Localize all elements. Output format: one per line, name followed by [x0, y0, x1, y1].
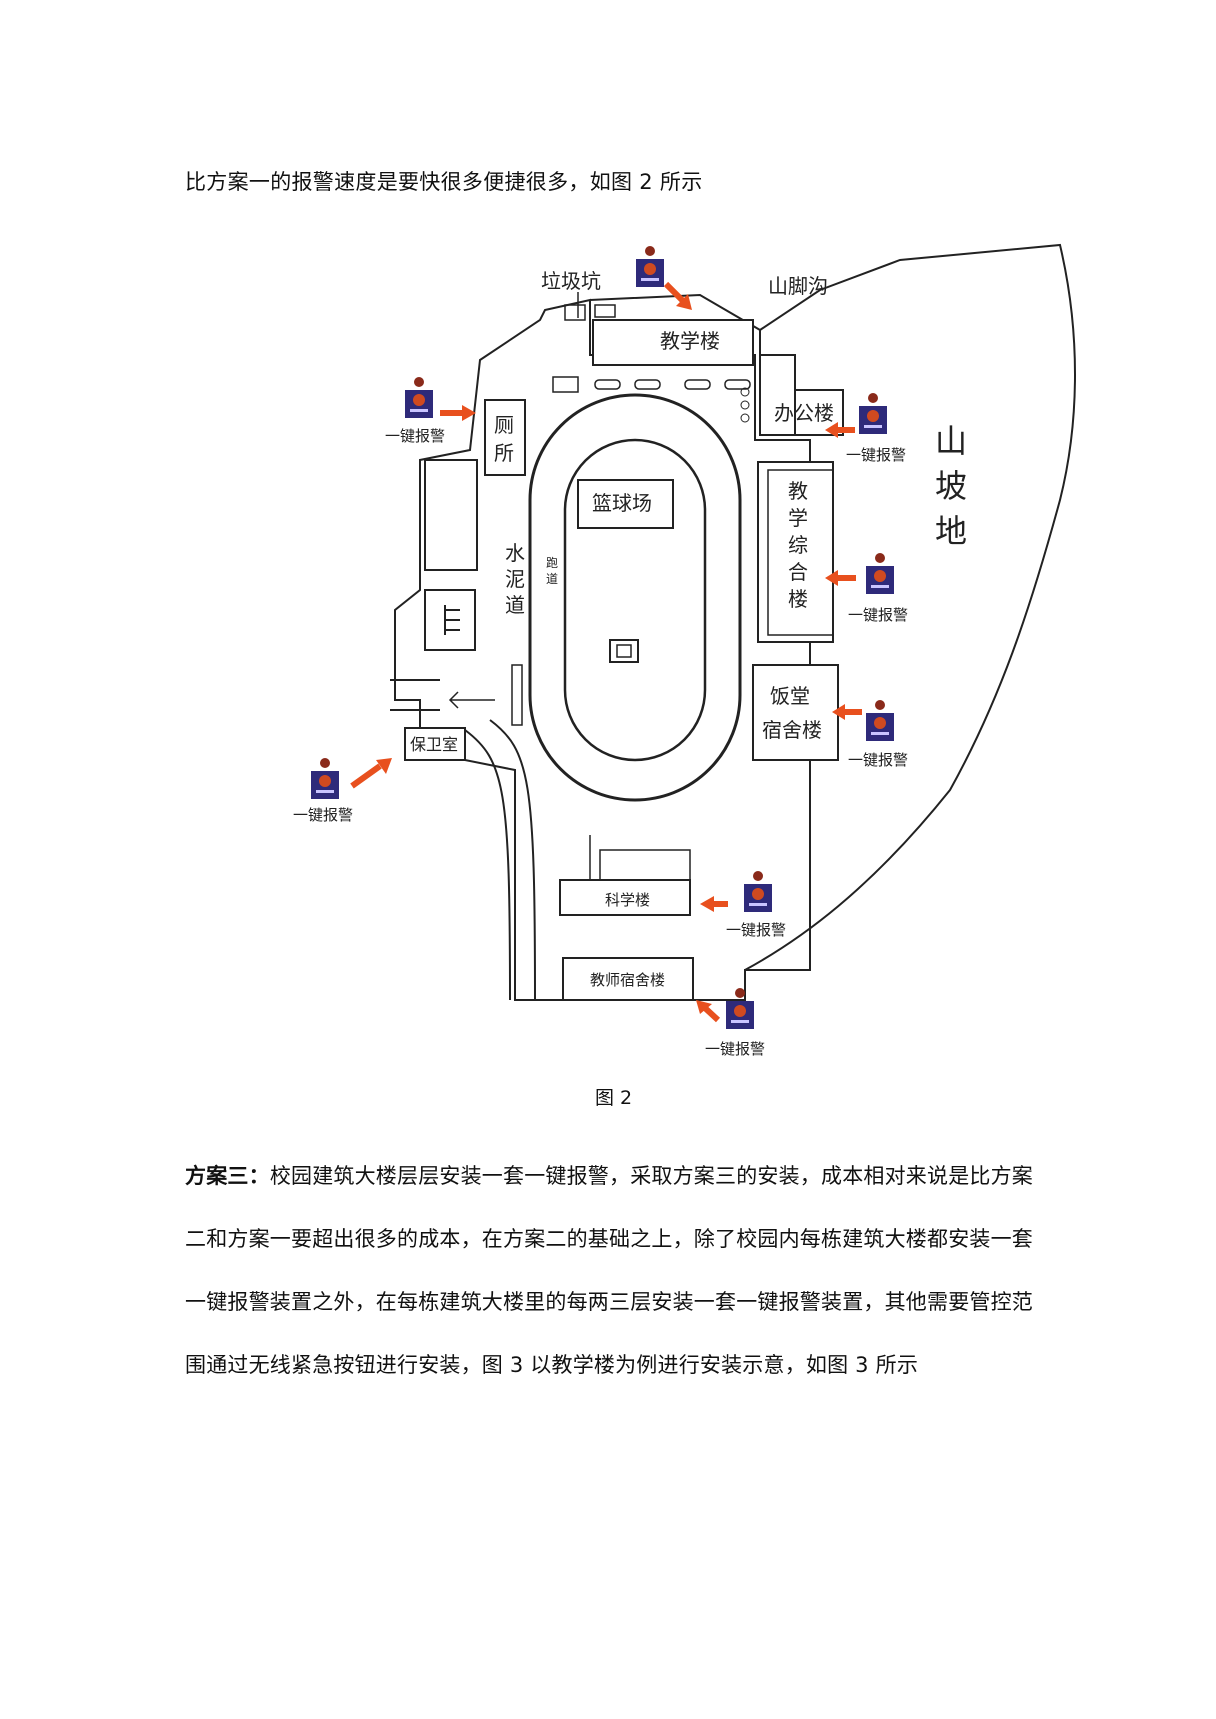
hill-boundary [744, 243, 1076, 971]
alarm-teaching [636, 246, 692, 310]
basketball-court [577, 479, 674, 529]
svg-text:学: 学 [788, 506, 808, 530]
scheme3-title: 方案三： [185, 1164, 270, 1188]
alarm-office: 一键报警 [825, 393, 906, 464]
scheme3-line4: 围通过无线紧急按钮进行安装，图 3 以教学楼为例进行安装示意，如图 3 所示 [185, 1353, 919, 1377]
alarm-toilet: 一键报警 [385, 377, 476, 445]
alarm-label-teacher-dorm: 一键报警 [705, 1040, 765, 1058]
alarm-label-canteen: 一键报警 [848, 751, 908, 769]
teaching-building [592, 319, 754, 366]
label-toilet-1: 厕 [494, 413, 514, 437]
svg-text:综: 综 [788, 533, 808, 557]
alarm-complex: 一键报警 [825, 553, 908, 624]
label-track-1: 跑 [546, 556, 558, 570]
running-track-outer [528, 393, 742, 802]
scheme3-line2: 二和方案一要超出很多的成本，在方案二的基础之上，除了校园内每栋建筑大楼都安装一套 [185, 1227, 1033, 1251]
scheme3-line3: 一键报警装置之外，在每栋建筑大楼里的每两三层安装一套一键报警装置，其他需要管控范 [185, 1290, 1033, 1314]
label-toilet-2: 所 [494, 441, 514, 465]
scheme3-line1: 方案三：校园建筑大楼层层安装一套一键报警，采取方案三的安装，成本相对来说是比方案 [185, 1164, 1034, 1188]
label-cement-road-2: 泥 [505, 567, 525, 591]
canteen-dorm [752, 664, 839, 761]
intro-paragraph: 比方案一的报警速度是要快很多便捷很多，如图 2 所示 [185, 170, 703, 194]
label-cement-road-1: 水 [505, 541, 525, 565]
label-office-building: 办公楼 [774, 401, 834, 425]
alarm-guard: 一键报警 [293, 758, 392, 824]
svg-text:楼: 楼 [788, 587, 808, 611]
label-basketball-court: 篮球场 [592, 491, 652, 515]
svg-text:山: 山 [935, 422, 967, 460]
alarm-label-complex: 一键报警 [848, 606, 908, 624]
label-guard-room: 保卫室 [410, 735, 458, 754]
svg-text:教: 教 [788, 479, 808, 503]
ditch-line [589, 293, 761, 360]
alarm-label-science: 一键报警 [726, 921, 786, 939]
svg-text:地: 地 [935, 512, 967, 550]
alarm-teacher-dorm: 一键报警 [696, 988, 765, 1058]
alarm-label-toilet: 一键报警 [385, 427, 445, 445]
teacher-dorm [562, 957, 694, 1001]
label-dormitory: 宿舍楼 [762, 718, 822, 742]
science-building [559, 879, 691, 916]
campus-boundary [394, 298, 811, 1001]
garbage-pit [564, 304, 586, 321]
label-cement-road-3: 道 [505, 593, 525, 617]
toilet-building [484, 399, 526, 476]
alarm-label-office: 一键报警 [846, 446, 906, 464]
left-building-1 [424, 459, 478, 571]
guard-room [404, 727, 466, 761]
label-teaching-building: 教学楼 [660, 329, 720, 353]
label-teacher-dorm: 教师宿舍楼 [590, 971, 665, 989]
svg-text:坡: 坡 [935, 467, 967, 505]
svg-text:合: 合 [788, 560, 808, 584]
label-track-2: 道 [546, 572, 558, 586]
alarm-canteen: 一键报警 [832, 700, 908, 769]
alarm-science: 一键报警 [700, 871, 786, 939]
running-track-inner [563, 438, 707, 762]
label-mountain-ditch: 山脚沟 [768, 274, 828, 298]
label-canteen: 饭堂 [770, 684, 810, 708]
complex-building [757, 461, 834, 643]
label-science-building: 科学楼 [605, 891, 650, 909]
figure-caption: 图 2 [595, 1087, 633, 1109]
alarm-label-guard: 一键报警 [293, 806, 353, 824]
label-garbage-pit: 垃圾坑 [541, 269, 601, 293]
